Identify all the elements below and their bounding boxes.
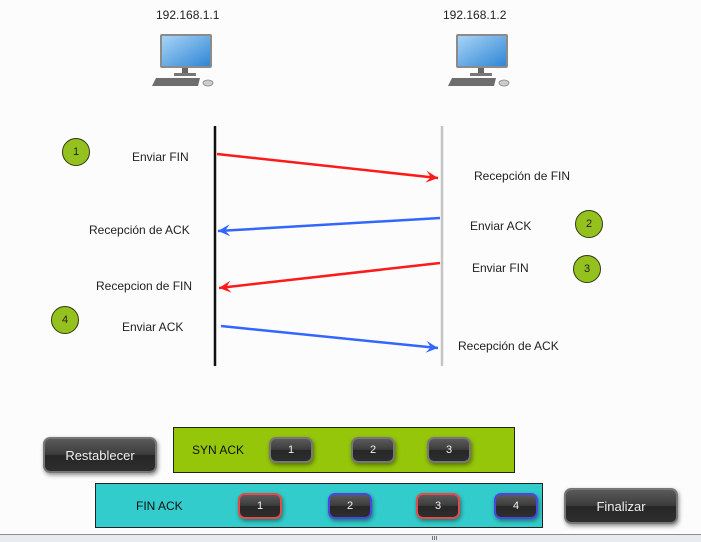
fin-ack-label: FIN ACK bbox=[136, 499, 183, 513]
host-1-ip-label: 192.168.1.1 bbox=[156, 8, 220, 22]
label-send-ack-2: Enviar ACK bbox=[470, 219, 532, 233]
syn-ack-step-1-button[interactable]: 1 bbox=[269, 437, 313, 463]
message-arrow-4 bbox=[220, 324, 439, 350]
reset-button[interactable]: Restablecer bbox=[43, 437, 157, 473]
arrowhead-icon bbox=[219, 280, 232, 293]
fin-ack-panel: FIN ACK 1 2 3 4 bbox=[95, 483, 543, 528]
label-send-fin-2: Enviar FIN bbox=[472, 261, 529, 275]
arrowhead-icon bbox=[218, 224, 231, 237]
resize-grip-icon[interactable] bbox=[432, 536, 438, 540]
fin-ack-step-1-button[interactable]: 1 bbox=[238, 493, 282, 519]
syn-ack-step-2-button[interactable]: 2 bbox=[351, 437, 395, 463]
step-1-badge: 1 bbox=[62, 138, 90, 166]
fin-ack-step-4-button[interactable]: 4 bbox=[494, 493, 538, 519]
message-arrow-3 bbox=[218, 261, 441, 290]
label-receive-fin-1: Recepcion de FIN bbox=[96, 279, 193, 293]
syn-ack-step-3-button[interactable]: 3 bbox=[427, 437, 471, 463]
arrowhead-icon bbox=[425, 170, 438, 183]
message-arrow-1 bbox=[216, 152, 439, 180]
label-receive-fin-2: Recepción de FIN bbox=[474, 169, 571, 183]
host-2-ip-label: 192.168.1.2 bbox=[443, 8, 507, 22]
step-3-badge: 3 bbox=[573, 255, 601, 283]
finish-button[interactable]: Finalizar bbox=[564, 488, 678, 524]
label-receive-ack-1: Recepción de ACK bbox=[89, 223, 190, 237]
label-send-ack-1: Enviar ACK bbox=[122, 320, 184, 334]
desktop-computer-icon bbox=[152, 34, 214, 87]
syn-ack-panel: SYN ACK 1 2 3 bbox=[173, 427, 515, 473]
fin-ack-step-3-button[interactable]: 3 bbox=[416, 493, 460, 519]
message-arrow-2 bbox=[217, 216, 441, 233]
syn-ack-label: SYN ACK bbox=[192, 443, 245, 457]
arrowhead-icon bbox=[425, 340, 438, 353]
step-4-badge: 4 bbox=[51, 306, 79, 334]
desktop-computer-icon bbox=[448, 34, 510, 87]
fin-ack-step-2-button[interactable]: 2 bbox=[328, 493, 372, 519]
resize-bar[interactable] bbox=[0, 534, 701, 542]
step-2-badge: 2 bbox=[575, 210, 603, 238]
sequence-diagram bbox=[213, 126, 444, 366]
label-receive-ack-2: Recepción de ACK bbox=[458, 339, 559, 353]
label-send-fin-1: Enviar FIN bbox=[132, 150, 189, 164]
